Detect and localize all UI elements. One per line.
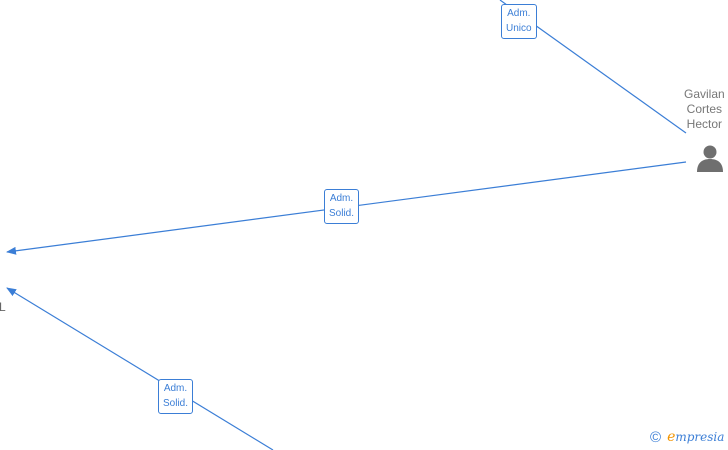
- brand-initial: e: [667, 429, 676, 445]
- edge-label-adm-unico[interactable]: Adm. Unico: [501, 4, 537, 39]
- edge-label-line2: Unico: [506, 23, 532, 34]
- edge-line-solid-2: [6, 287, 274, 450]
- edge-label-line1: Adm.: [329, 193, 354, 204]
- person-icon[interactable]: [695, 143, 725, 173]
- company-node-name[interactable]: L: [0, 300, 6, 314]
- person-name-line3: Hector: [686, 117, 723, 131]
- person-name-line1: Gavilan: [684, 87, 725, 101]
- edge-label-line1: Adm.: [163, 383, 188, 394]
- edge-label-adm-solid-2[interactable]: Adm. Solid.: [158, 379, 194, 414]
- edge-label-line2: Solid.: [329, 208, 355, 219]
- edge-label-line2: Solid.: [163, 398, 189, 409]
- copyright-icon: ©: [650, 428, 662, 446]
- edge-label-line1: Adm.: [507, 8, 531, 19]
- brand-logo[interactable]: empresia: [667, 429, 724, 445]
- footer-brand: © empresia: [650, 429, 724, 445]
- brand-rest: mpresia: [675, 430, 725, 444]
- person-node-name[interactable]: Gavilan Cortes Hector: [684, 87, 725, 132]
- person-name-line2: Cortes: [686, 102, 723, 116]
- edge-label-adm-solid-1[interactable]: Adm. Solid.: [324, 189, 360, 224]
